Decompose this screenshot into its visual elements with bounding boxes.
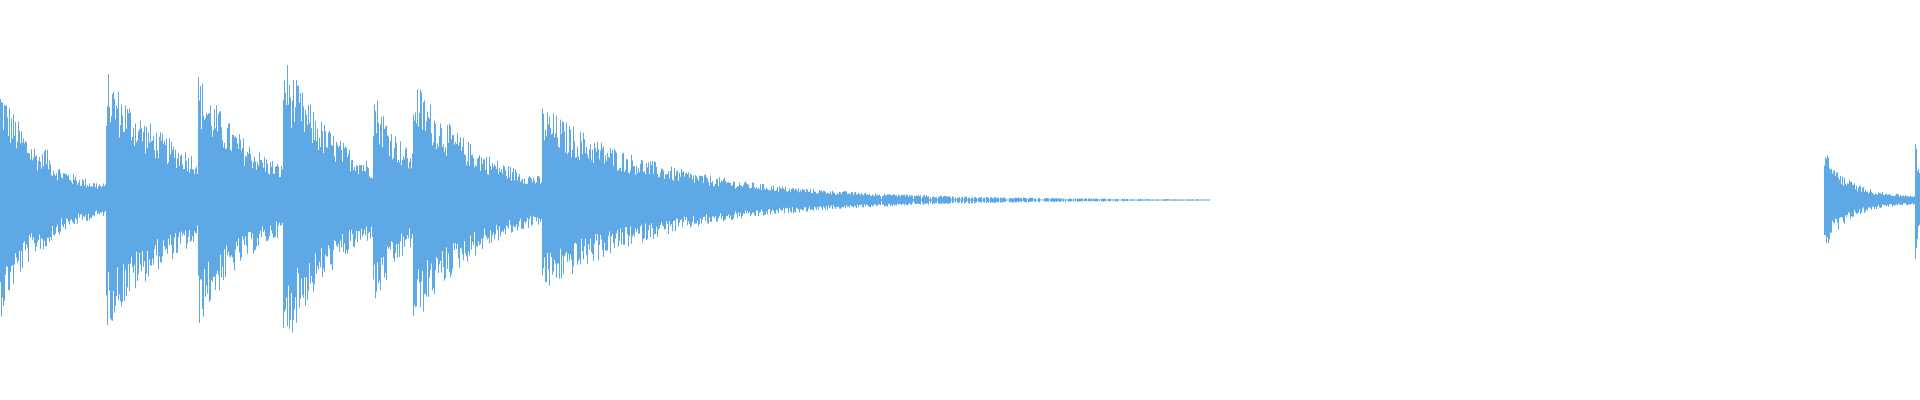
waveform-path: [0, 65, 1920, 333]
waveform-samples: [0, 65, 1920, 333]
